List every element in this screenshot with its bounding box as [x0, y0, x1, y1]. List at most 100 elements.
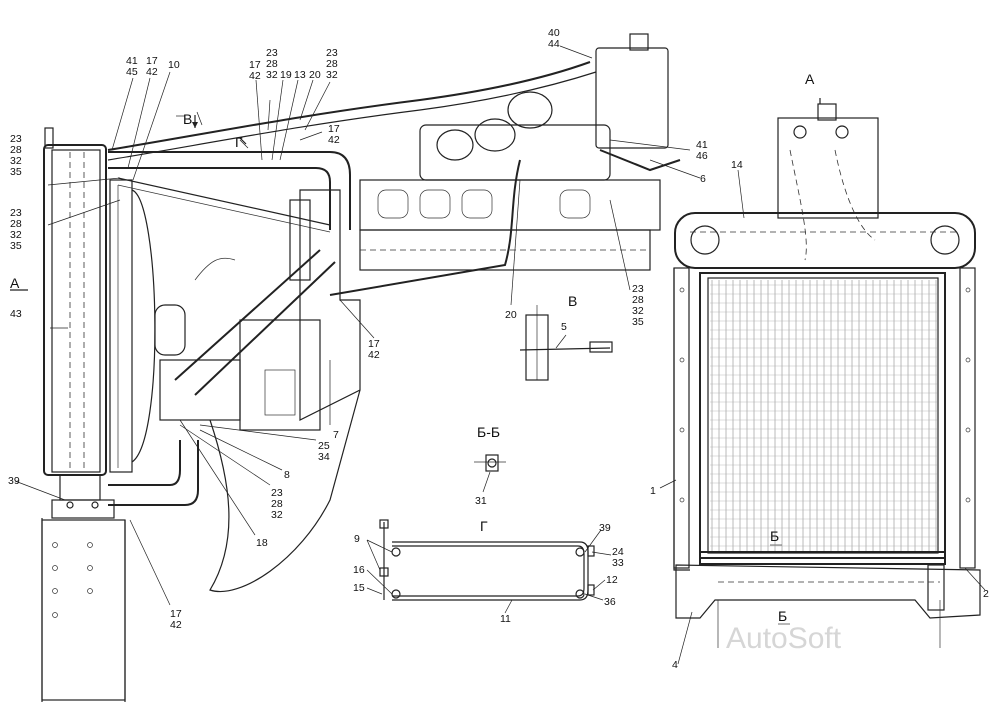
callout-19: 19: [280, 69, 292, 81]
callout-number: 28: [271, 498, 283, 510]
callout-number: 28: [326, 58, 338, 70]
callout-number: 28: [10, 144, 22, 156]
callout-number: 5: [561, 321, 567, 333]
callout-number: 23: [266, 47, 278, 59]
callout-number: 34: [318, 451, 330, 463]
callout-number: 17: [249, 59, 261, 71]
callout-number: 23: [326, 47, 338, 59]
callout-number: 8: [284, 469, 290, 481]
callout-number: 7: [333, 429, 339, 441]
callout-number: 39: [599, 522, 611, 534]
callout-number: 35: [632, 316, 644, 328]
radiator-side-view: [41, 127, 351, 702]
callout-number: 41: [696, 139, 708, 151]
callout-2: 2: [983, 588, 989, 600]
callout-8: 8: [284, 469, 290, 481]
callout-7: 7: [333, 429, 339, 441]
callout-39-left: 39: [8, 475, 20, 487]
callout-number: 32: [326, 69, 338, 81]
callout-number: 32: [266, 69, 278, 81]
leader-lines: [14, 45, 701, 606]
callout-20-top: 20: [309, 69, 321, 81]
view-label-v-arrow: В: [183, 111, 192, 127]
callout-1: 1: [650, 485, 656, 497]
view-label-a-left: А: [10, 275, 20, 291]
callout-number: 28: [632, 294, 644, 306]
engine-assembly: [107, 33, 681, 592]
callout-number: 28: [266, 58, 278, 70]
view-label-g: Г: [480, 518, 488, 534]
callout-number: 32: [632, 305, 644, 317]
callout-number: 23: [10, 133, 22, 145]
callout-39-right: 39: [599, 522, 611, 534]
callout-number: 18: [256, 537, 268, 549]
view-v-detail: [519, 305, 613, 381]
callout-number: 32: [271, 509, 283, 521]
callout-number: 40: [548, 27, 560, 39]
callout-number: 1: [650, 485, 656, 497]
section-label-b-lower: Б: [778, 608, 787, 624]
callout-number: 17: [328, 123, 340, 135]
watermark: AutoSoft: [726, 622, 842, 655]
callout-number: 42: [170, 619, 182, 631]
callout-16: 16: [353, 564, 365, 576]
callout-36: 36: [604, 596, 616, 608]
callout-number: 45: [126, 66, 138, 78]
callout-number: 12: [606, 574, 618, 586]
callout-number: 9: [354, 533, 360, 545]
callout-number: 17: [146, 55, 158, 67]
callout-number: 20: [505, 309, 517, 321]
callout-number: 42: [146, 66, 158, 78]
callout-number: 33: [612, 557, 624, 569]
callout-number: 44: [548, 38, 560, 50]
callout-number: 10: [168, 59, 180, 71]
callout-number: 14: [731, 159, 743, 171]
callout-31: 31: [475, 495, 487, 507]
callout-number: 43: [10, 308, 22, 320]
callout-number: 23: [632, 283, 644, 295]
callout-number: 42: [328, 134, 340, 146]
section-label-b-upper: Б: [770, 528, 779, 544]
callout-number: 42: [368, 349, 380, 361]
view-g-detail: [366, 519, 612, 614]
callout-number: 32: [10, 229, 22, 241]
callout-18: 18: [256, 537, 268, 549]
view-label-a-top: А: [805, 71, 815, 87]
callout-20-mid: 20: [505, 309, 517, 321]
callout-number: 41: [126, 55, 138, 67]
callout-43: 43: [10, 308, 22, 320]
view-label-v: В: [568, 293, 577, 309]
callout-number: 19: [280, 69, 292, 81]
callout-number: 17: [170, 608, 182, 620]
callout-number: 20: [309, 69, 321, 81]
view-labels: А А В Г В Б-Б Г Б Б: [10, 71, 815, 624]
callout-9: 9: [354, 533, 360, 545]
callout-number: 4: [672, 659, 678, 671]
callout-number: 25: [318, 440, 330, 452]
callout-number: 17: [368, 338, 380, 350]
callout-number: 39: [8, 475, 20, 487]
callout-14: 14: [731, 159, 743, 171]
callout-number: 46: [696, 150, 708, 162]
callout-number: 13: [294, 69, 306, 81]
callout-number: 35: [10, 240, 22, 252]
callout-10: 10: [168, 59, 180, 71]
view-arrows: [10, 98, 821, 291]
callout-number: 11: [500, 613, 511, 625]
callout-13: 13: [294, 69, 306, 81]
